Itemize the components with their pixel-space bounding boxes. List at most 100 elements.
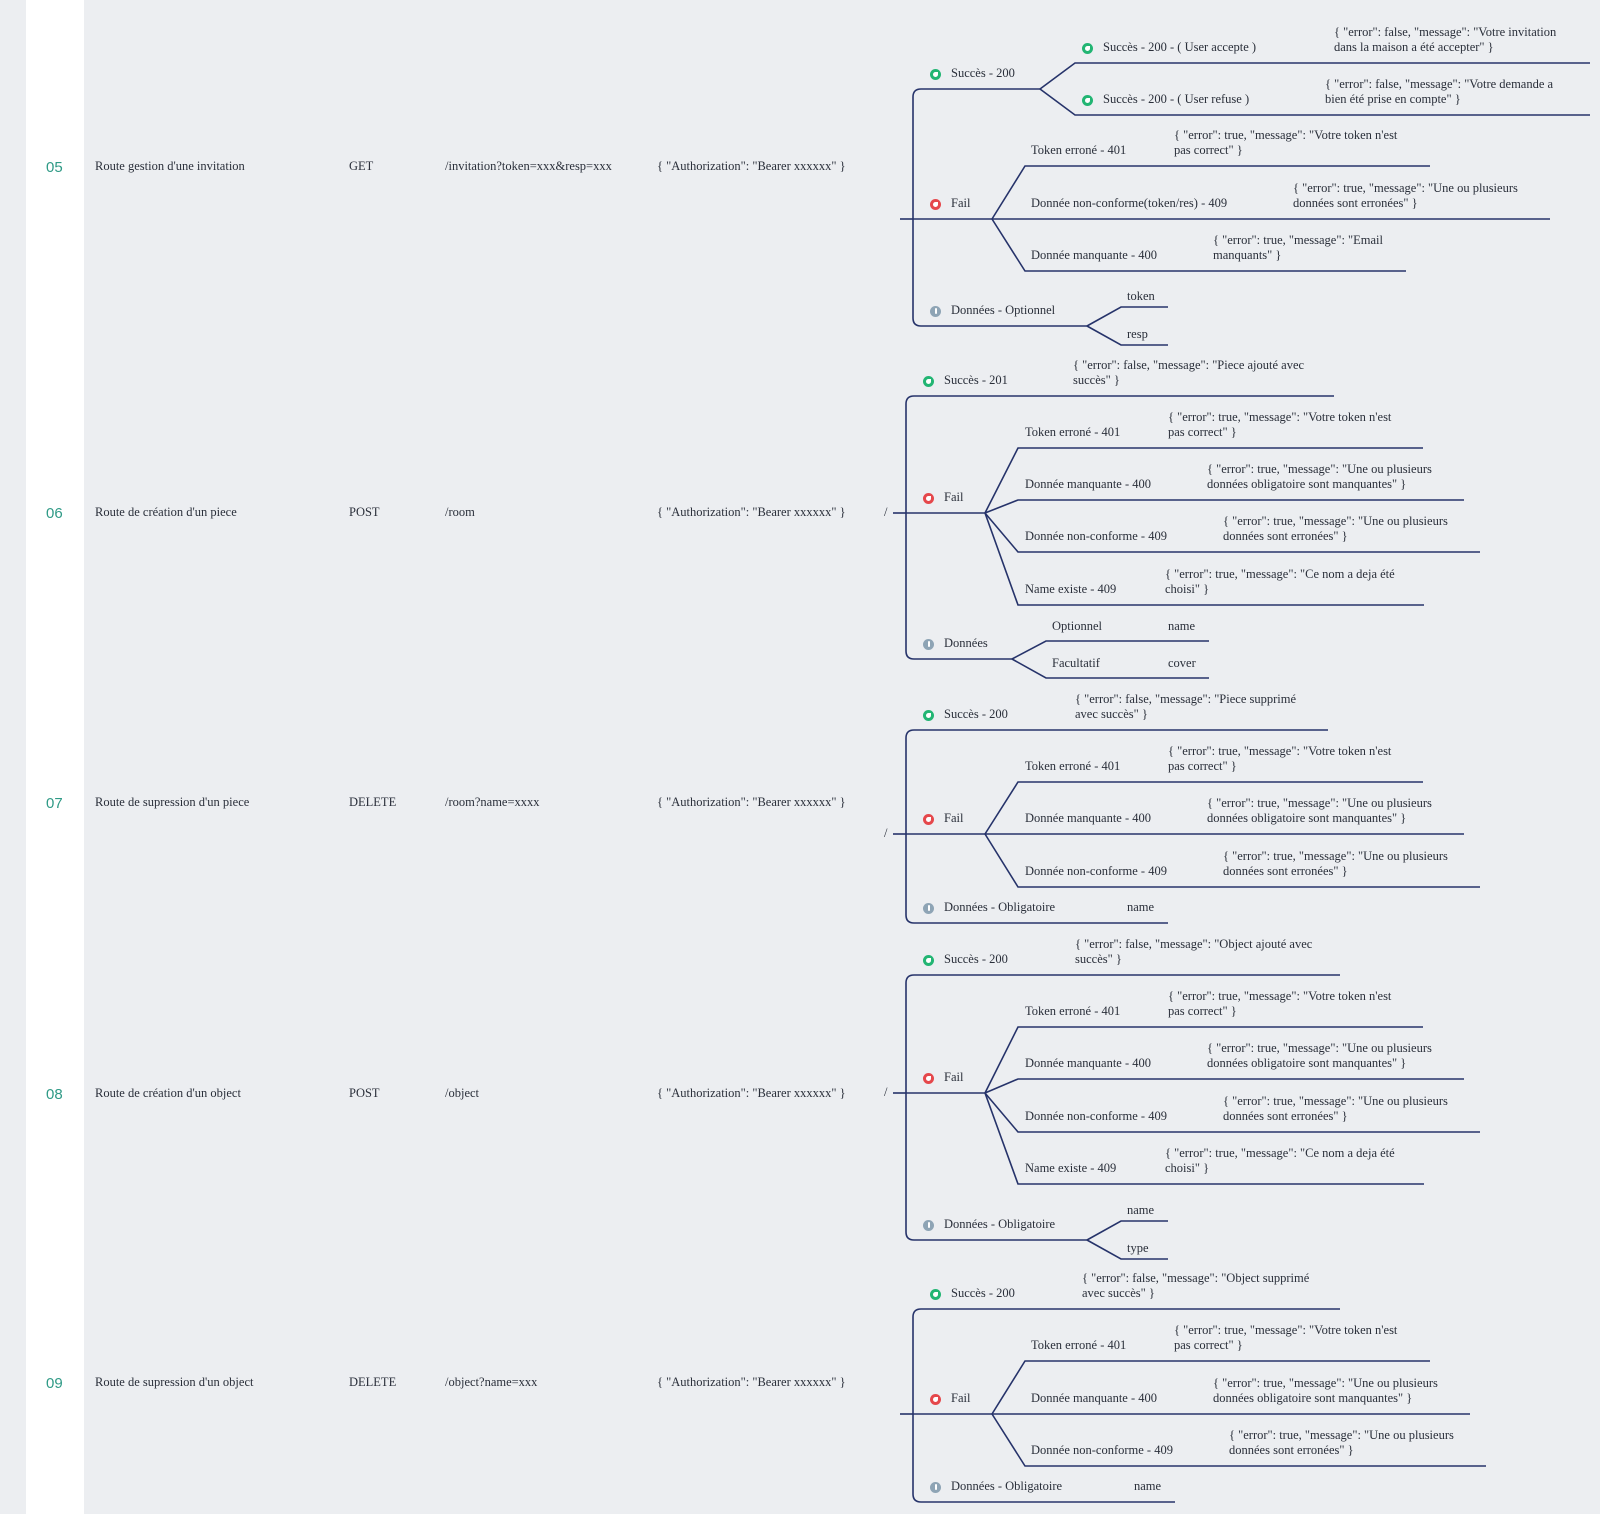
- fail-child-label: Donnée manquante - 400: [1031, 1391, 1158, 1405]
- info-icon: [923, 638, 934, 650]
- route-path: /object: [445, 1086, 480, 1100]
- fail-child-label: Donnée manquante - 400: [1025, 477, 1152, 491]
- response-message-line: { "error": true, "message": "Une ou plus…: [1223, 849, 1448, 863]
- response-message-line: { "error": true, "message": "Une ou plus…: [1229, 1428, 1454, 1442]
- auth-header: { "Authorization": "Bearer xxxxxx" }: [657, 1375, 846, 1389]
- response-message-line: { "error": true, "message": "Une ou plus…: [1293, 181, 1518, 195]
- data-field-name: resp: [1127, 327, 1148, 341]
- data-group-label: Optionnel: [1052, 619, 1102, 633]
- fail-child-line: [984, 499, 1464, 514]
- response-message-line: choisi" }: [1165, 1161, 1210, 1175]
- auth-header: { "Authorization": "Bearer xxxxxx" }: [657, 795, 846, 809]
- fail-child-label: Donnée non-conforme(token/res) - 409: [1031, 196, 1228, 210]
- route-number: 07: [46, 795, 63, 812]
- red-flag-icon: [923, 492, 934, 504]
- route-description: Route de création d'un piece: [95, 505, 237, 519]
- data-item-line: [1086, 325, 1168, 346]
- green-flag-icon: [1082, 94, 1093, 106]
- http-method: POST: [349, 505, 380, 519]
- response-message-line: données obligatoire sont manquantes" }: [1207, 477, 1407, 491]
- fail-child-line: [991, 218, 1406, 272]
- red-flag-icon: [923, 1072, 934, 1084]
- response-message-line: pas correct" }: [1168, 425, 1237, 439]
- route-description: Route gestion d'une invitation: [95, 159, 245, 173]
- green-flag-icon: [930, 1288, 941, 1300]
- response-message-line: avec succès" }: [1082, 1286, 1155, 1300]
- response-message-line: choisi" }: [1165, 582, 1210, 596]
- green-flag-icon: [923, 709, 934, 721]
- fail-child-label: Name existe - 409: [1025, 1161, 1117, 1175]
- info-icon: [930, 1481, 941, 1493]
- trunk-line: [905, 729, 915, 924]
- root-slash: /: [884, 826, 888, 840]
- response-message-line: { "error": false, "message": "Piece ajou…: [1073, 358, 1305, 372]
- fail-child-line: [984, 833, 1480, 888]
- trunk-line: [905, 974, 915, 1241]
- data-group-label: Facultatif: [1052, 656, 1100, 670]
- auth-header: { "Authorization": "Bearer xxxxxx" }: [657, 1086, 846, 1100]
- route-path: /object?name=xxx: [445, 1375, 538, 1389]
- fail-child-label: Token erroné - 401: [1025, 759, 1121, 773]
- success-branch-label: Succès - 200: [944, 952, 1008, 966]
- data-branch-label: Données - Obligatoire: [944, 1217, 1056, 1231]
- fail-child-label: Donnée non-conforme - 409: [1025, 864, 1167, 878]
- data-item-line: [1086, 1220, 1168, 1241]
- fail-child-label: Name existe - 409: [1025, 582, 1117, 596]
- success-branch-label: Succès - 201: [944, 373, 1008, 387]
- green-flag-icon: [1082, 42, 1093, 54]
- auth-header: { "Authorization": "Bearer xxxxxx" }: [657, 159, 846, 173]
- response-message-line: { "error": true, "message": "Email: [1213, 233, 1384, 247]
- response-message-line: succès" }: [1073, 373, 1120, 387]
- response-message-line: pas correct" }: [1168, 759, 1237, 773]
- response-message-line: { "error": false, "message": "Piece supp…: [1075, 692, 1297, 706]
- data-branch-label: Données: [944, 636, 988, 650]
- response-message-line: bien été prise en compte" }: [1325, 92, 1461, 106]
- data-field-name: name: [1127, 1203, 1155, 1217]
- red-flag-icon: [923, 813, 934, 825]
- fail-child-label: Donnée manquante - 400: [1031, 248, 1158, 262]
- success-child-label: Succès - 200 - ( User accepte ): [1103, 40, 1257, 54]
- response-message-line: { "error": true, "message": "Ce nom a de…: [1165, 1146, 1395, 1160]
- response-message-line: données obligatoire sont manquantes" }: [1207, 1056, 1407, 1070]
- root-slash: /: [884, 1085, 888, 1099]
- response-message-line: { "error": true, "message": "Une ou plus…: [1207, 462, 1432, 476]
- data-item-line: [1086, 1239, 1168, 1260]
- http-method: POST: [349, 1086, 380, 1100]
- success-child-line: [1039, 62, 1590, 90]
- route-path: /room?name=xxxx: [445, 795, 540, 809]
- fail-child-line: [984, 447, 1423, 514]
- response-message-line: { "error": false, "message": "Object ajo…: [1075, 937, 1313, 951]
- fail-child-line: [991, 1413, 1486, 1467]
- response-message-line: { "error": true, "message": "Votre token…: [1174, 1323, 1398, 1337]
- response-message-line: { "error": true, "message": "Votre token…: [1174, 128, 1398, 142]
- response-message-line: données sont erronées" }: [1293, 196, 1418, 210]
- fail-child-label: Token erroné - 401: [1031, 1338, 1127, 1352]
- response-message-line: { "error": false, "message": "Votre dema…: [1325, 77, 1554, 91]
- data-group-line: [1011, 640, 1209, 660]
- response-message-line: pas correct" }: [1174, 143, 1243, 157]
- route-number: 05: [46, 159, 63, 176]
- route-path: /invitation?token=xxx&resp=xxx: [445, 159, 612, 173]
- fail-branch-label: Fail: [951, 196, 971, 210]
- data-field-name: name: [1134, 1479, 1162, 1493]
- fail-branch-label: Fail: [951, 1391, 971, 1405]
- trunk-line: [912, 1308, 922, 1503]
- fail-child-label: Donnée manquante - 400: [1025, 811, 1152, 825]
- success-branch-label: Succès - 200: [951, 66, 1015, 80]
- fail-child-line: [984, 1092, 1424, 1185]
- fail-child-label: Token erroné - 401: [1025, 1004, 1121, 1018]
- response-message-line: { "error": false, "message": "Votre invi…: [1334, 25, 1557, 39]
- data-field-name: token: [1127, 289, 1155, 303]
- info-icon: [923, 1219, 934, 1231]
- success-child-line: [1039, 88, 1590, 116]
- success-branch-label: Succès - 200: [951, 1286, 1015, 1300]
- http-method: DELETE: [349, 795, 397, 809]
- data-branch-label: Données - Obligatoire: [951, 1479, 1063, 1493]
- fail-child-line: [984, 1026, 1423, 1094]
- data-field-name: name: [1168, 619, 1196, 633]
- response-message-line: données obligatoire sont manquantes" }: [1213, 1391, 1413, 1405]
- response-message-line: succès" }: [1075, 952, 1122, 966]
- response-message-line: données obligatoire sont manquantes" }: [1207, 811, 1407, 825]
